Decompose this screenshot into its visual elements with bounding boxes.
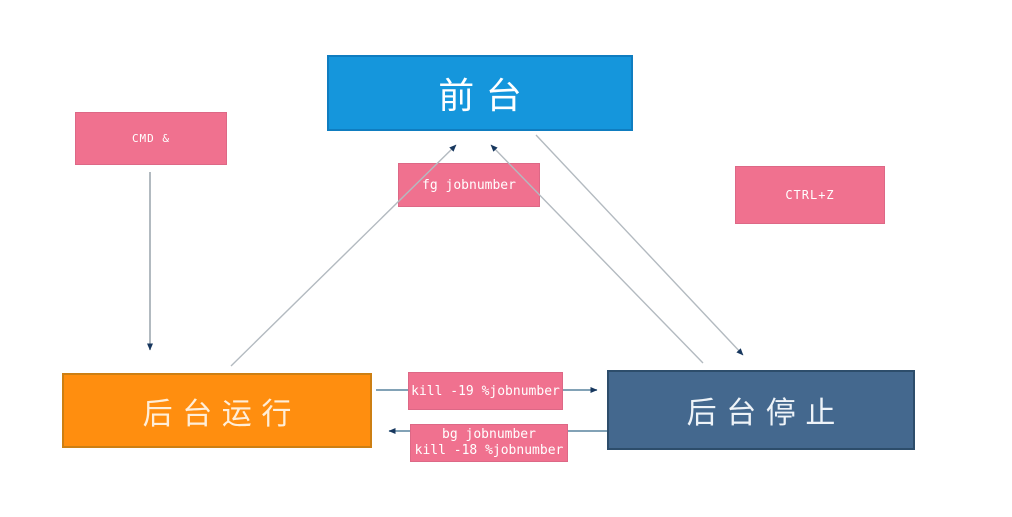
node-background-running: 后台运行 (62, 373, 372, 448)
node-background-stopped-label: 后台停止 (686, 396, 845, 431)
label-cmd-amp-text: CMD & (131, 132, 171, 145)
label-bg-jobnumber-line2: kill -18 %jobnumber (414, 443, 564, 458)
label-fg-jobnumber: fg jobnumber (398, 163, 540, 207)
label-bg-jobnumber: bg jobnumber kill -18 %jobnumber (410, 424, 568, 462)
node-background-running-label: 后台运行 (142, 396, 301, 432)
node-background-stopped: 后台停止 (607, 370, 915, 450)
label-ctrl-z: CTRL+Z (735, 166, 885, 224)
edge-foreground-to-stopped (535, 134, 744, 356)
node-foreground: 前台 (327, 55, 633, 131)
label-fg-jobnumber-text: fg jobnumber (422, 177, 516, 193)
label-kill-19-jobnumber-text: kill -19 %jobnumber (411, 383, 560, 399)
label-kill-19-jobnumber: kill -19 %jobnumber (408, 372, 563, 410)
label-ctrl-z-text: CTRL+Z (785, 188, 835, 202)
node-foreground-label: 前台 (438, 76, 534, 117)
label-bg-jobnumber-line1: bg jobnumber (442, 426, 536, 442)
label-cmd-amp: CMD & (75, 112, 227, 165)
